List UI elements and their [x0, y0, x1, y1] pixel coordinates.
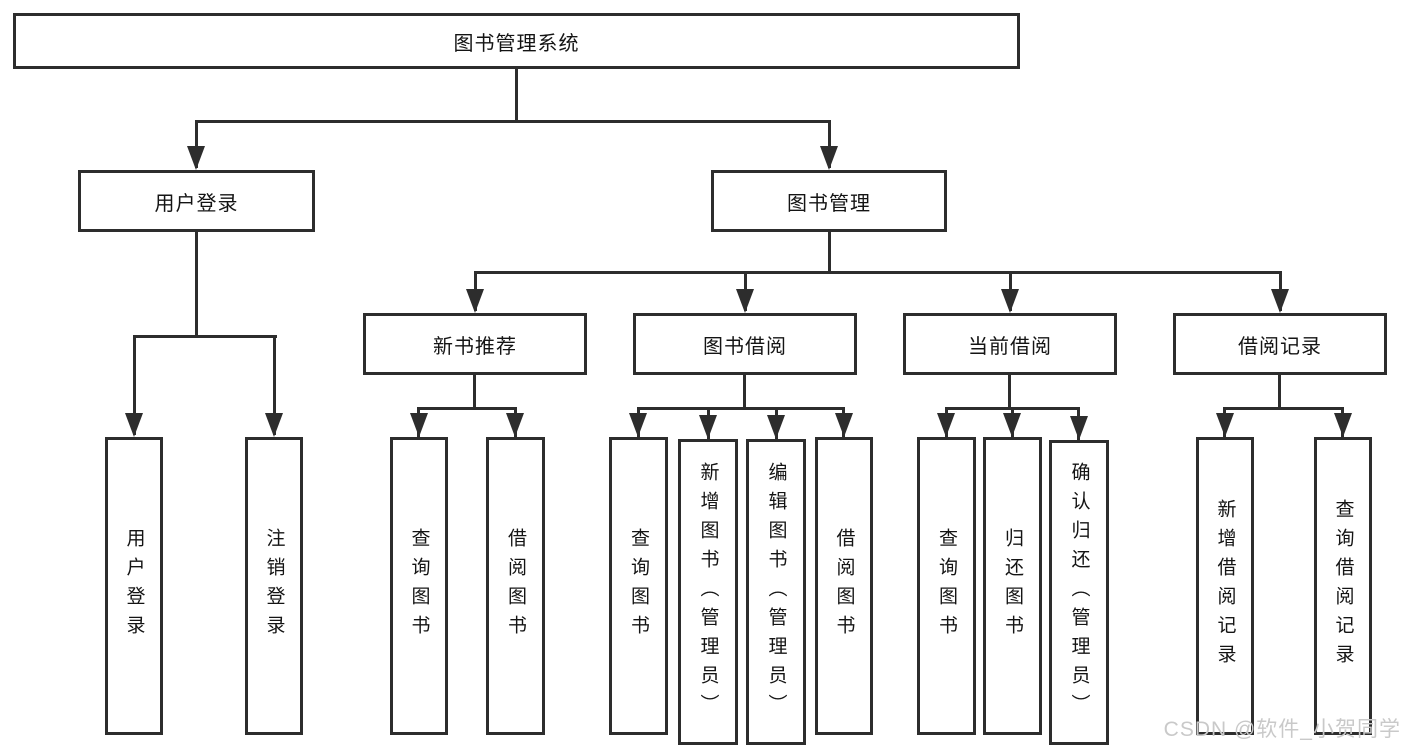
node-label: 借阅记录	[1238, 335, 1322, 358]
arrow-down-icon	[767, 415, 785, 439]
node-label: 新增借阅记录	[1214, 499, 1236, 673]
leaf-records-add: 新增借阅记录	[1196, 437, 1254, 735]
arrow-down-icon	[699, 415, 717, 439]
leaf-borrowing-edit-admin: 编辑图书（管理员）	[746, 439, 806, 745]
arrow-down-icon	[1070, 416, 1088, 440]
arrow-down-icon	[937, 413, 955, 437]
arrow-down-icon	[736, 289, 754, 313]
arrow-down-icon	[265, 413, 283, 437]
node-label: 编辑图书（管理员）	[765, 461, 787, 723]
node-label: 用户登录	[123, 528, 145, 644]
connector-line	[637, 407, 844, 410]
leaf-newbooks-borrow: 借阅图书	[486, 437, 545, 735]
connector-line	[743, 375, 746, 407]
connector-line	[1223, 407, 1344, 410]
arrow-down-icon	[466, 289, 484, 313]
node-label: 查询图书	[936, 528, 957, 644]
leaf-borrowing-add-admin: 新增图书（管理员）	[678, 439, 738, 745]
arrow-down-icon	[1334, 413, 1352, 437]
node-label: 查询借阅记录	[1332, 499, 1354, 673]
node-label: 图书借阅	[703, 335, 787, 358]
node-label: 确认归还（管理员）	[1068, 462, 1090, 723]
connector-line	[1008, 375, 1011, 407]
node-label: 借阅图书	[505, 528, 526, 644]
node-borrowing-records: 借阅记录	[1173, 313, 1387, 375]
connector-line	[515, 69, 518, 120]
arrow-down-icon	[1003, 413, 1021, 437]
node-label: 图书管理	[787, 192, 871, 215]
node-label: 用户登录	[154, 192, 239, 215]
leaf-borrowing-borrow: 借阅图书	[815, 437, 873, 735]
node-label: 注销登录	[263, 528, 285, 644]
leaf-records-query: 查询借阅记录	[1314, 437, 1372, 735]
node-label: 查询图书	[408, 528, 430, 644]
node-label: 当前借阅	[968, 335, 1052, 358]
connector-line	[195, 120, 831, 123]
node-label: 归还图书	[1002, 528, 1023, 644]
connector-line	[828, 120, 831, 168]
csdn-watermark: CSDN @软件_小贺同学	[1163, 718, 1401, 741]
arrow-down-icon	[506, 413, 524, 437]
node-label: 新增图书（管理员）	[697, 461, 719, 723]
arrow-down-icon	[835, 413, 853, 437]
node-new-book-recommend: 新书推荐	[363, 313, 587, 375]
connector-line	[195, 232, 198, 335]
leaf-user-login: 用户登录	[105, 437, 163, 735]
connector-line	[417, 407, 516, 410]
arrow-down-icon	[1271, 289, 1289, 313]
node-label: 图书管理系统	[453, 32, 580, 55]
arrow-down-icon	[820, 146, 838, 170]
connector-line	[1278, 375, 1281, 407]
node-label: 查询图书	[628, 528, 649, 644]
arrow-down-icon	[125, 413, 143, 437]
connector-line	[133, 335, 136, 435]
leaf-current-return: 归还图书	[983, 437, 1042, 735]
leaf-logout: 注销登录	[245, 437, 303, 735]
leaf-borrowing-query: 查询图书	[609, 437, 668, 735]
arrow-down-icon	[629, 413, 647, 437]
node-current-borrowing: 当前借阅	[903, 313, 1117, 375]
connector-line	[828, 232, 831, 271]
arrow-down-icon	[410, 413, 428, 437]
node-label: 借阅图书	[833, 528, 855, 644]
node-root-system: 图书管理系统	[13, 13, 1020, 69]
connector-line	[273, 335, 276, 435]
arrow-down-icon	[1001, 289, 1019, 313]
node-label: 新书推荐	[433, 335, 517, 358]
leaf-current-confirm-admin: 确认归还（管理员）	[1049, 440, 1109, 745]
node-book-borrowing: 图书借阅	[633, 313, 857, 375]
arrow-down-icon	[1216, 413, 1234, 437]
leaf-newbooks-query: 查询图书	[390, 437, 448, 735]
connector-line	[133, 335, 277, 338]
connector-line	[474, 271, 1281, 274]
connector-line	[473, 375, 476, 407]
leaf-current-query: 查询图书	[917, 437, 976, 735]
node-user-login: 用户登录	[78, 170, 315, 232]
arrow-down-icon	[187, 146, 205, 170]
node-book-management: 图书管理	[711, 170, 947, 232]
connector-line	[195, 120, 198, 168]
